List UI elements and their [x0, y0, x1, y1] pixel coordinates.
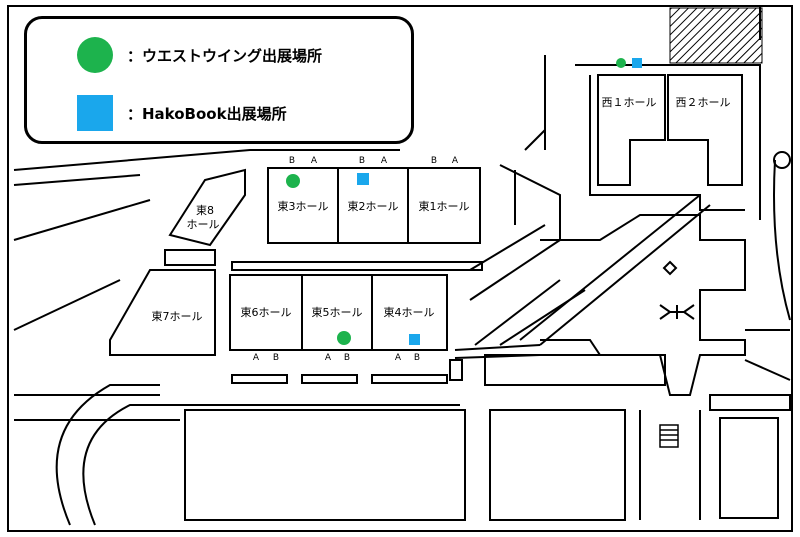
gate-east4-b: B — [414, 353, 420, 363]
gate-east3-b: B — [289, 156, 295, 166]
green-circle-icon — [77, 37, 113, 73]
hall-label-east2: 東2ホール — [348, 200, 399, 213]
gate-east5-b: B — [344, 353, 350, 363]
blue-square-icon — [77, 95, 113, 131]
hall-west1[interactable] — [597, 74, 666, 186]
hall-east5[interactable] — [301, 274, 373, 351]
hakobook-marker-east2[interactable] — [357, 173, 369, 185]
hall-east1[interactable] — [407, 167, 481, 244]
hall-label-east1: 東1ホール — [419, 200, 470, 213]
legend-row-hakobook: ：HakoBook出展場所 — [77, 95, 287, 131]
gate-east6-b: B — [273, 353, 279, 363]
hall-east6[interactable] — [229, 274, 303, 351]
map-background — [7, 5, 793, 532]
hall-label-west2: 西２ホール — [676, 96, 731, 109]
hall-label-west1: 西１ホール — [602, 96, 657, 109]
westwing-marker-east3[interactable] — [286, 174, 300, 188]
legend-label-hakobook: ：HakoBook出展場所 — [127, 104, 287, 123]
gate-east3-a: A — [311, 156, 318, 166]
gate-east5-a: A — [325, 353, 332, 363]
hall-east3[interactable] — [267, 167, 339, 244]
gate-east2-a: A — [381, 156, 388, 166]
hall-label-east4: 東4ホール — [384, 306, 435, 319]
hall-label-east8-line1: 東8 — [196, 204, 214, 217]
gate-east1-b: B — [431, 156, 437, 166]
legend-row-westwing: ：ウエストウイング出展場所 — [77, 37, 322, 73]
westwing-marker-east5[interactable] — [337, 331, 351, 345]
hall-label-east3: 東3ホール — [278, 200, 329, 213]
map-legend: ：ウエストウイング出展場所 ：HakoBook出展場所 — [24, 16, 414, 144]
hall-east2[interactable] — [337, 167, 409, 244]
gate-east6-a: A — [253, 353, 260, 363]
exhibitor-markers — [286, 58, 642, 345]
staircase-icon — [659, 424, 679, 448]
legend-label-westwing: ：ウエストウイング出展場所 — [127, 46, 323, 65]
hall-label-east6: 東6ホール — [241, 306, 292, 319]
gate-east4-a: A — [395, 353, 402, 363]
plaza-icon — [659, 260, 695, 320]
hakobook-marker-east4[interactable] — [409, 334, 420, 345]
hakobook-marker-west1[interactable] — [632, 58, 642, 68]
hall-label-east8-line2: ホール — [187, 218, 220, 231]
gate-east2-b: B — [359, 156, 365, 166]
hall-label-east5: 東5ホール — [312, 306, 363, 319]
restricted-area — [669, 7, 763, 64]
hall-label-east7: 東7ホール — [152, 310, 203, 323]
hall-west2[interactable] — [667, 74, 743, 186]
gate-east1-a: A — [452, 156, 459, 166]
westwing-marker-west1[interactable] — [616, 58, 626, 68]
